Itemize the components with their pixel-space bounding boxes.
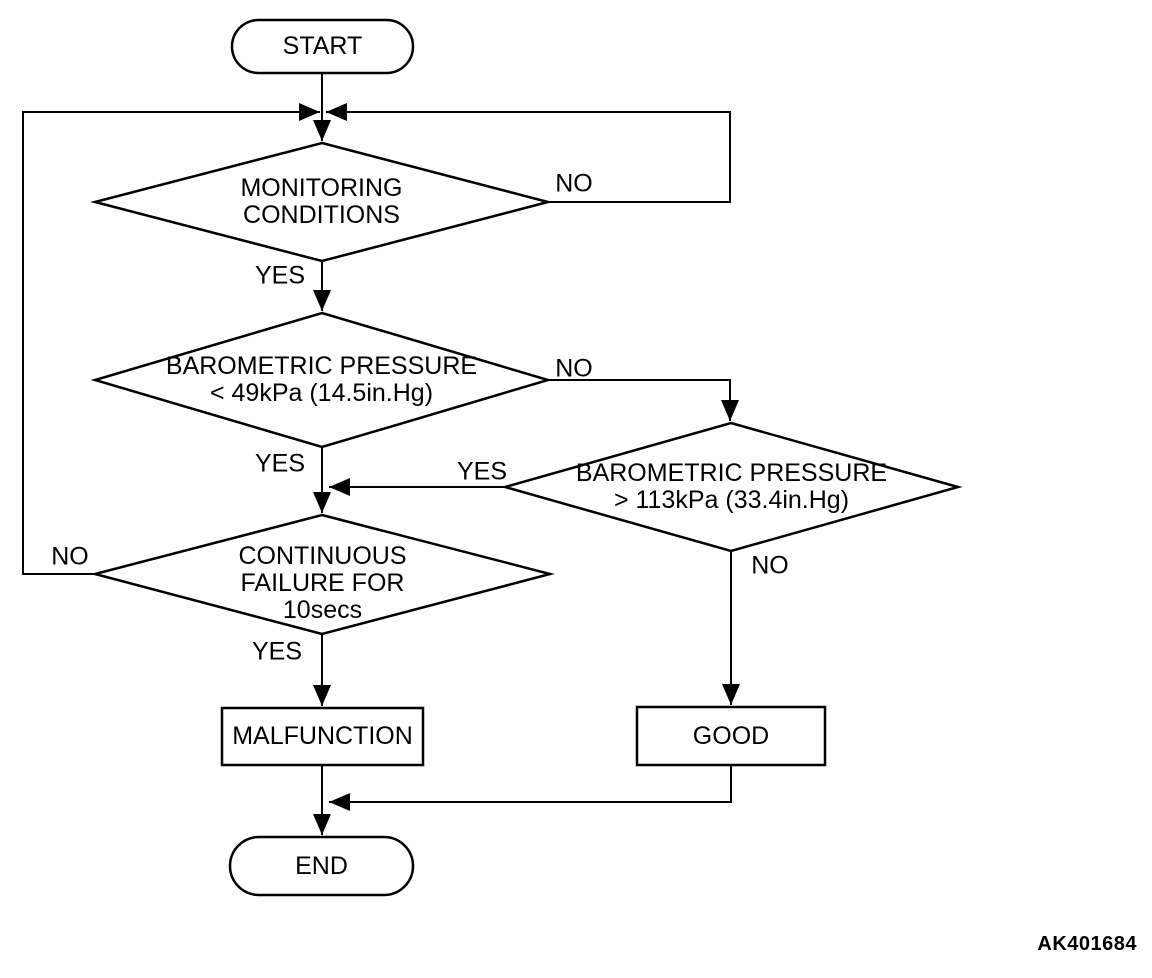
label-baro-low-yes: YES [254,449,306,478]
label-monitoring-no: NO [555,169,593,198]
process-good [635,705,827,767]
process-malfunction [220,706,425,767]
label-baro-low-no: NO [555,354,593,383]
decision-monitoring-conditions [90,141,553,263]
label-baro-high-no: NO [751,551,789,580]
terminator-start [230,18,415,75]
barometric-low-label-line2: < 49kPa (14.5in.Hg) [209,379,434,407]
label-continuous-no: NO [51,542,89,571]
barometric-low-label-line1: BAROMETRIC PRESSURE [165,352,478,380]
connector-good-to-end [329,765,732,811]
decision-barometric-pressure-high [500,421,963,553]
decision-continuous-failure [90,513,555,636]
barometric-high-label: BAROMETRIC PRESSURE > 113kPa (33.4in.Hg) [505,423,958,551]
terminator-end [228,835,415,897]
label-monitoring-yes: YES [254,261,306,290]
malfunction-label: MALFUNCTION [222,708,423,765]
monitoring-label-line1: MONITORING [240,174,403,202]
figure-code: AK401684 [1037,933,1137,955]
start-label: START [232,20,413,73]
end-label: END [230,837,413,895]
label-baro-high-yes: YES [456,457,508,486]
malfunction-label-line: MALFUNCTION [232,722,413,750]
barometric-low-label: BAROMETRIC PRESSURE < 49kPa (14.5in.Hg) [95,313,548,447]
monitoring-label-line2: CONDITIONS [243,201,400,229]
barometric-high-label-line2: > 113kPa (33.4in.Hg) [613,486,850,514]
continuous-failure-label-line1: CONTINUOUS [238,542,407,570]
end-label-line: END [295,851,348,880]
continuous-failure-label: CONTINUOUS FAILURE FOR 10secs [95,515,550,634]
good-label-line: GOOD [692,721,770,750]
good-label: GOOD [637,707,825,765]
connector-baro-low-no [548,379,739,421]
continuous-failure-label-line2: FAILURE FOR [240,569,405,597]
barometric-high-label-line1: BAROMETRIC PRESSURE [575,459,888,487]
continuous-failure-label-line3: 10secs [282,596,363,624]
label-continuous-yes: YES [251,637,303,666]
start-label-line: START [282,32,363,60]
connector-feedback-monitoring-no [326,103,731,203]
decision-barometric-pressure-low [90,311,553,449]
connector-feedback-continuous-no [22,103,320,575]
monitoring-conditions-label: MONITORING CONDITIONS [95,143,548,261]
